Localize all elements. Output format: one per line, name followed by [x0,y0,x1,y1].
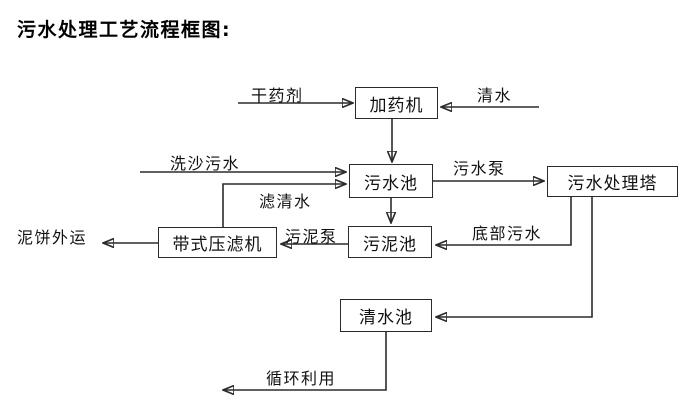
connector-filtered-water-press-to-sewage-pool [222,184,346,227]
flow-label-recycling: 循环利用 [266,369,337,388]
node-dosing-machine: 加药机 [355,87,438,119]
connector-bottom-sewage-tower-to-sludge-pool [436,197,572,245]
node-sludge-pool: 污泥池 [348,226,432,258]
flow-label-filtered-water: 滤清水 [259,192,312,211]
node-sewage-pool: 污水池 [349,164,433,198]
flow-label-sludge-pump: 污泥泵 [285,227,338,246]
flow-label-bottom-sewage: 底部污水 [472,224,543,243]
flow-label-sand-washing-sewage: 洗沙污水 [170,154,241,173]
connector-clean-water-pool-to-recycling [223,332,387,390]
node-clean-water-pool: 清水池 [340,299,432,332]
connector-tower-to-clean-water-pool [436,197,593,317]
diagram-title: 污水处理工艺流程框图: [17,19,232,41]
flow-label-mud-cake-outbound: 泥饼外运 [17,228,88,247]
flow-label-sewage-pump: 污水泵 [453,159,506,178]
node-belt-filter-press: 带式压滤机 [158,227,277,258]
flow-label-clean-water: 清水 [477,86,513,105]
flow-label-dry-agent: 干药剂 [251,86,304,105]
node-sewage-treatment-tower: 污水处理塔 [547,166,678,197]
